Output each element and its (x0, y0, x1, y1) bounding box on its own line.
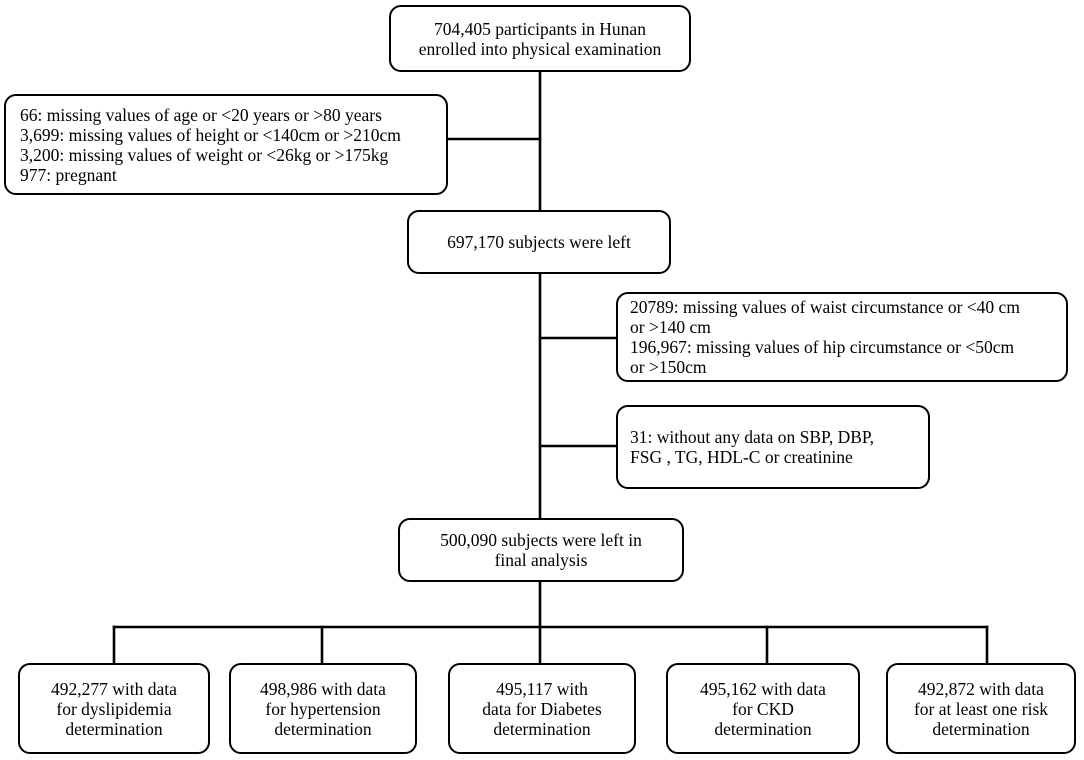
exclusion-box-2: 20789: missing values of waist circumsta… (616, 292, 1068, 382)
exclusion-2-line-2: or >140 cm (630, 317, 711, 337)
final-line-1: 500,090 subjects were left in (440, 530, 642, 550)
exclusion-1-line-2: 3,699: missing values of height or <140c… (20, 124, 401, 145)
outcome-2-line-3: determination (274, 718, 372, 739)
outcome-3-line-3: determination (493, 718, 591, 739)
exclusion-box-3: 31: without any data on SBP, DBP, FSG , … (616, 405, 930, 489)
outcome-5-line-2: for at least one risk (913, 698, 1049, 719)
subjects-left-text: 697,170 subjects were left (447, 232, 631, 252)
outcome-3-line-1: 495,117 with (496, 678, 588, 699)
outcome-2-line-2: for hypertension (265, 698, 381, 719)
exclusion-3-line-1: 31: without any data on SBP, DBP, (630, 427, 875, 447)
enrolled-box: 704,405 participants in Hunan enrolled i… (389, 5, 691, 72)
outcome-4-line-2: for CKD (732, 698, 794, 719)
outcome-1-line-1: 492,277 with data (51, 678, 177, 699)
final-line-2: final analysis (494, 550, 588, 570)
final-analysis-box: 500,090 subjects were left in final anal… (398, 518, 684, 582)
exclusion-2-line-1: 20789: missing values of waist circumsta… (630, 297, 1020, 317)
exclusion-2-line-4: or >150cm (630, 357, 707, 377)
exclusion-box-1: 66: missing values of age or <20 years o… (4, 94, 448, 195)
outcome-box-dyslipidemia: 492,277 with data for dyslipidemia deter… (18, 663, 210, 754)
outcome-4-line-1: 495,162 with data (700, 678, 826, 699)
outcome-box-ckd: 495,162 with data for CKD determination (666, 663, 860, 754)
enrolled-line-2: enrolled into physical examination (418, 38, 662, 59)
outcome-box-diabetes: 495,117 with data for Diabetes determina… (448, 663, 636, 754)
outcome-1-line-3: determination (65, 718, 163, 739)
enrolled-line-1: 704,405 participants in Hunan (434, 18, 646, 39)
exclusion-2-line-3: 196,967: missing values of hip circumsta… (630, 337, 1015, 357)
outcome-2-line-1: 498,986 with data (260, 678, 386, 699)
subjects-left-box: 697,170 subjects were left (407, 210, 671, 274)
exclusion-1-line-3: 3,200: missing values of weight or <26kg… (20, 144, 389, 165)
outcome-5-line-3: determination (932, 718, 1030, 739)
outcome-4-line-3: determination (714, 718, 812, 739)
outcome-box-any-risk: 492,872 with data for at least one risk … (886, 663, 1076, 754)
outcome-3-line-2: data for Diabetes (482, 698, 602, 719)
outcome-5-line-1: 492,872 with data (918, 678, 1044, 699)
outcome-box-hypertension: 498,986 with data for hypertension deter… (229, 663, 417, 754)
outcome-1-line-2: for dyslipidemia (56, 698, 172, 719)
exclusion-1-line-1: 66: missing values of age or <20 years o… (20, 104, 382, 125)
exclusion-3-line-2: FSG , TG, HDL-C or creatinine (630, 447, 853, 467)
exclusion-1-line-4: 977: pregnant (20, 164, 117, 185)
